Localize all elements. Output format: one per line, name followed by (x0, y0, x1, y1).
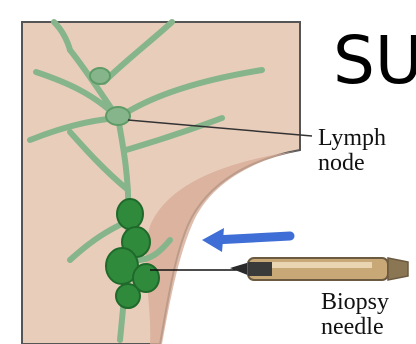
motion-arrow-icon (202, 228, 290, 252)
biopsy-needle-label: Biopsy needle (321, 290, 389, 340)
biopsy-needle-label-line-2: needle (321, 315, 389, 340)
biopsy-needle-label-line-1: Biopsy (321, 290, 389, 315)
lymph-node-upper (106, 107, 130, 125)
biopsy-needle-icon (230, 258, 408, 280)
lymph-node-label-line-1: Lymph (318, 126, 386, 151)
lymph-node-label-line-2: node (318, 151, 386, 176)
lymph-node-top (90, 68, 110, 84)
heading-text: SU (333, 28, 416, 94)
lymph-node-label: Lymph node (318, 126, 386, 176)
